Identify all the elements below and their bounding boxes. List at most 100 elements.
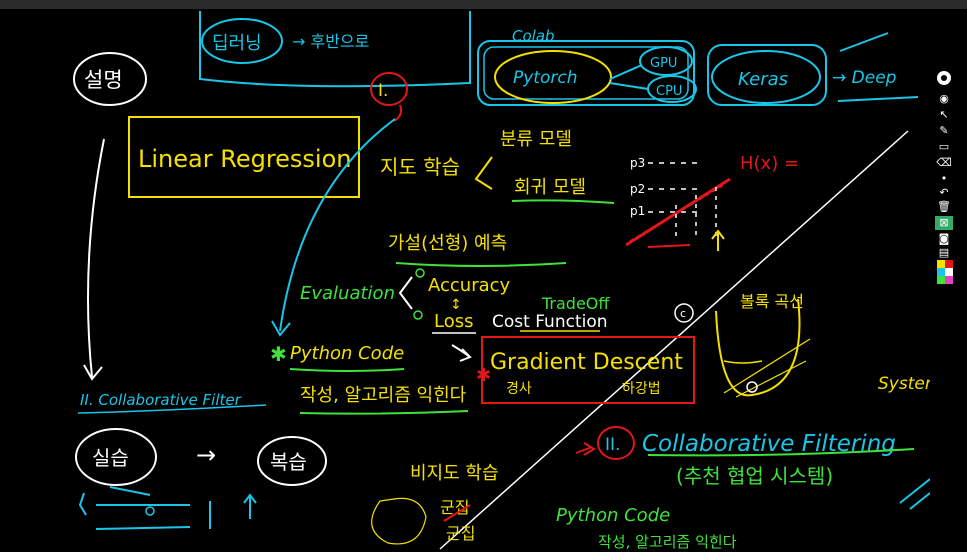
annotation-toolbar: ◉ ↖ ✎ ▭ ⌫ • ↶ 🗑 ⊠ ◙ ▤ [933, 70, 955, 290]
practice-circle [75, 428, 157, 486]
collab-big-text: Collaborative Filtering [642, 431, 896, 457]
drawing-board[interactable]: 딥러닝 → 후반으로 Colab Pytorch GPU CPU Keras →… [0, 9, 930, 552]
evaluation-text: Evaluation [300, 283, 395, 304]
ink-stroke [95, 486, 211, 530]
ink-stroke [289, 368, 405, 372]
linear-regression-box [128, 116, 360, 198]
ink-stroke [746, 381, 758, 393]
system-text: System [878, 374, 930, 394]
rectangle-icon[interactable]: ▭ [938, 140, 950, 153]
loss-curve [715, 298, 801, 397]
title-bar [0, 0, 967, 9]
colab-box [477, 40, 695, 106]
color-palette [937, 260, 953, 288]
python-code-1-text: Python Code [290, 343, 404, 364]
eye-icon[interactable]: ◉ [939, 92, 949, 105]
ink-stroke [371, 497, 427, 545]
ink-stroke [511, 199, 615, 204]
magenta-swatch[interactable] [945, 276, 953, 284]
unsupervised-text: 비지도 학습 [410, 463, 499, 484]
white-swatch[interactable] [945, 268, 953, 276]
eraser-icon[interactable]: ⌫ [936, 156, 952, 169]
explain-text: 설명 [84, 68, 123, 92]
ink-stroke [443, 504, 471, 522]
ink-stroke [474, 156, 493, 190]
ink-stroke [78, 492, 87, 516]
explain-arrow [87, 138, 105, 378]
pytorch-text: Pytorch [513, 68, 578, 88]
ink-stroke [145, 506, 155, 516]
tradeoff-text: TradeOff [541, 294, 610, 313]
yellow-swatch[interactable] [937, 260, 945, 268]
ink-stroke [609, 64, 643, 80]
ink-stroke [674, 303, 694, 323]
p1-label: p1 [630, 204, 645, 218]
green-swatch[interactable] [937, 276, 945, 284]
ink-stroke [837, 96, 919, 102]
ink-stroke [647, 244, 691, 248]
keras-box [707, 44, 827, 106]
logo-icon[interactable] [935, 70, 953, 85]
cyan-swatch[interactable] [937, 268, 945, 276]
roman-one-text: I. [378, 81, 388, 101]
red-star-icon: ✱ [476, 365, 491, 386]
ink-stroke [395, 262, 567, 267]
ink-stroke [647, 448, 915, 457]
ink-stroke [77, 404, 267, 414]
pointer-icon[interactable]: ↖ [939, 108, 949, 121]
collab-small-text: II. Collaborative Filter [80, 391, 242, 409]
deep-learning-circle [201, 18, 283, 64]
accuracy-text: Accuracy [428, 275, 511, 296]
clustering-text: 군집 [440, 498, 469, 517]
ink-stroke [575, 442, 596, 456]
red-swatch[interactable] [945, 260, 953, 268]
roman-one-circle [370, 72, 408, 106]
pen-icon[interactable]: ✎ [939, 124, 949, 137]
recommend-text: (추천 협업 시스템) [676, 464, 833, 488]
ink-stroke [415, 268, 425, 278]
project-circle [257, 436, 327, 486]
ink-stroke [609, 82, 649, 90]
ink-stroke [413, 310, 423, 320]
gradient-descent-box [481, 336, 695, 404]
p3-label: p3 [630, 156, 645, 170]
ink-stroke [735, 360, 807, 398]
diagonal-line [439, 130, 909, 550]
deep-learning-frame [199, 11, 471, 88]
python-code-2-text: Python Code [556, 505, 670, 526]
project-text: 복습 [270, 450, 307, 474]
gpu-text: GPU [650, 56, 677, 71]
select-icon[interactable]: ⊠ [935, 216, 953, 230]
circle-c-text: c [680, 307, 686, 320]
gradient-sub1-text: 경사 [506, 381, 532, 397]
dot-icon[interactable]: • [940, 172, 948, 185]
ink-stroke [711, 229, 725, 251]
deep-arrow-text: → 후반으로 [292, 32, 369, 51]
linear-regression-text: Linear Regression [138, 145, 352, 173]
explain-circle [73, 52, 147, 106]
clustering2-text: 군집 [446, 524, 475, 543]
keras-circle [711, 50, 821, 104]
updown-icon: ↕ [450, 297, 462, 313]
write-algo-2-text: 작성, 알고리즘 익힌다 [598, 533, 737, 551]
ink-stroke [629, 184, 725, 242]
convex-text: 볼록 곡선 [740, 292, 804, 311]
hx-text: H(x) = [740, 153, 799, 174]
cpu-text: CPU [656, 84, 682, 99]
predict-text: 가설(선형) 예측 [388, 233, 507, 254]
gpu-circle [639, 46, 693, 76]
camera-icon[interactable]: ◙ [938, 232, 950, 245]
deep-learning-text: 딥러닝 [212, 33, 262, 54]
trash-icon[interactable]: 🗑 [937, 200, 951, 213]
ink-stroke [83, 364, 103, 381]
ink-stroke [393, 104, 403, 122]
regression-text: 회귀 모델 [514, 177, 586, 198]
gradient-descent-text: Gradient Descent [490, 350, 683, 375]
ink-stroke [723, 338, 811, 394]
colab-text: Colab [512, 27, 555, 45]
clipboard-icon[interactable]: ▤ [938, 246, 950, 259]
classification-text: 분류 모델 [500, 129, 572, 150]
ink-stroke [451, 344, 472, 362]
undo-icon[interactable]: ↶ [939, 186, 949, 199]
